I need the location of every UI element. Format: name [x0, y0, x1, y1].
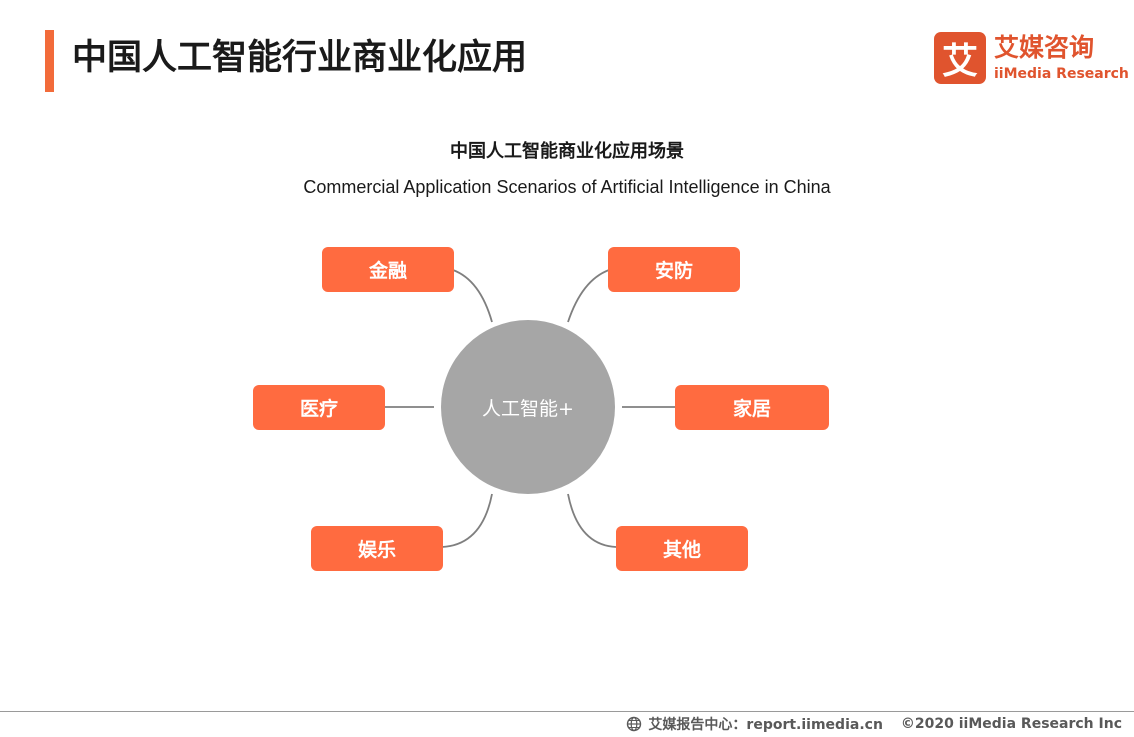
hub-circle: 人工智能+: [441, 320, 615, 494]
connector-jinrong: [452, 269, 493, 323]
footer-divider: [0, 711, 1134, 712]
connector-yule: [441, 493, 493, 548]
logo-mark-icon: 艾: [934, 32, 986, 84]
logo-name-cn: 艾媒咨询: [994, 33, 1095, 62]
node-label: 安防: [654, 260, 693, 282]
footer-source: 艾媒报告中心：report.iimedia.cn: [648, 717, 883, 733]
node-jinrong: 金融: [322, 247, 454, 292]
node-jiaju: 家居: [675, 385, 829, 430]
logo-name-en: iiMedia Research: [994, 66, 1129, 82]
node-label: 医疗: [299, 398, 338, 420]
iimedia-logo: 艾 艾媒咨询 iiMedia Research: [934, 32, 1129, 86]
node-yule: 娱乐: [311, 526, 443, 571]
node-qita: 其他: [616, 526, 748, 571]
diagram-title-en: Commercial Application Scenarios of Arti…: [303, 177, 831, 197]
node-label: 家居: [732, 398, 771, 420]
footer-copyright: ©2020 iiMedia Research Inc: [900, 716, 1122, 732]
node-label: 其他: [662, 539, 701, 561]
title-accent-bar: [45, 30, 54, 92]
connector-anfang: [567, 269, 610, 323]
hub-label: 人工智能+: [482, 397, 574, 420]
node-anfang: 安防: [608, 247, 740, 292]
diagram-title-cn: 中国人工智能商业化应用场景: [450, 141, 684, 162]
globe-icon: [627, 716, 642, 732]
node-label: 娱乐: [357, 539, 396, 561]
footer: 艾媒报告中心：report.iimedia.cn ©2020 iiMedia R…: [626, 713, 1122, 735]
node-yiliao: 医疗: [253, 385, 385, 430]
node-label: 金融: [368, 260, 407, 282]
connector-qita: [567, 493, 617, 548]
page-title: 中国人工智能行业商业化应用: [72, 38, 528, 78]
